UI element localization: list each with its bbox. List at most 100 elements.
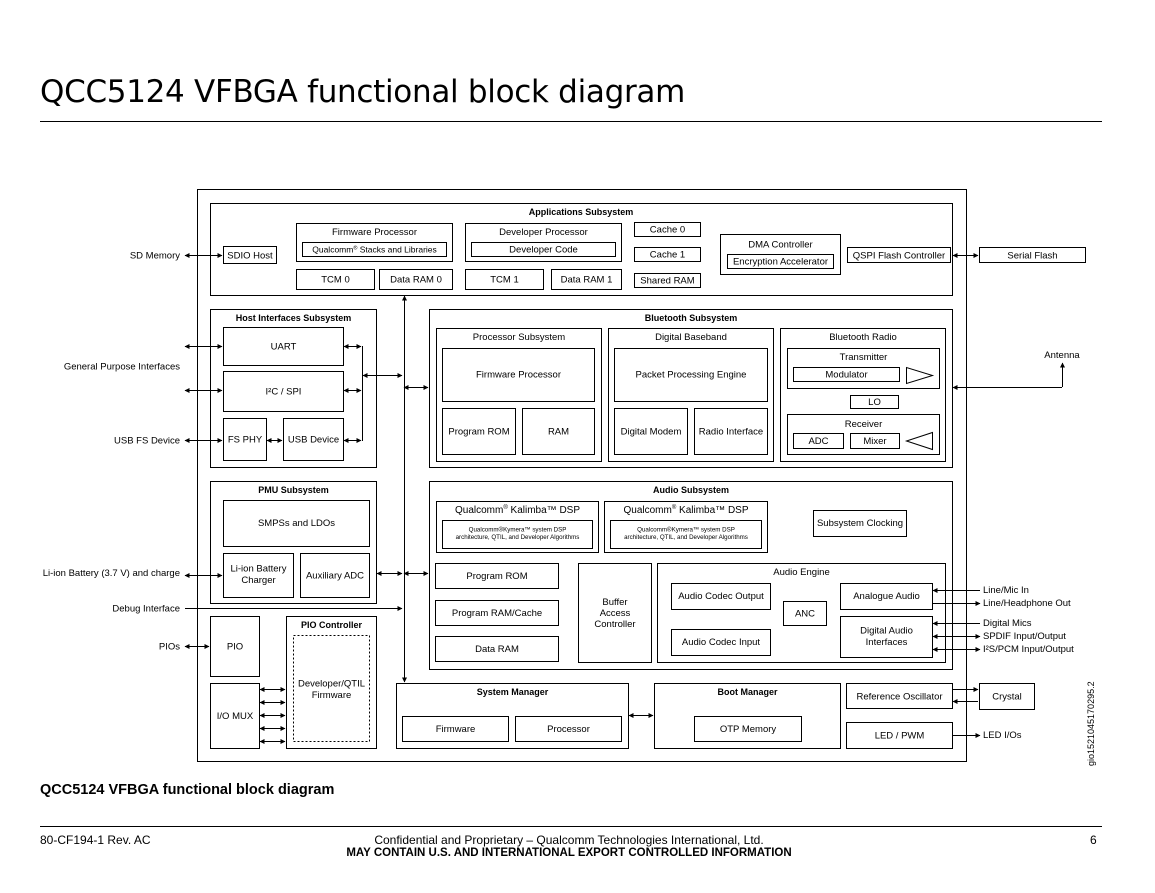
audio-program-ram-label: Program RAM/Cache xyxy=(452,608,542,619)
antenna-label: Antenna xyxy=(1044,350,1080,361)
audio-subsystem-title: Audio Subsystem xyxy=(653,485,729,495)
audio-program-rom-label: Program ROM xyxy=(466,571,527,582)
host-interfaces-title: Host Interfaces Subsystem xyxy=(236,313,352,323)
fs-phy-label: FS PHY xyxy=(228,435,263,446)
footer-divider xyxy=(40,826,1102,827)
shared-ram-block xyxy=(634,273,701,288)
boot-manager-title: Boot Manager xyxy=(717,687,778,697)
dma-controller-block xyxy=(720,234,841,275)
receiver-label: Receiver xyxy=(845,419,883,430)
developer-processor-block xyxy=(465,223,622,262)
data-ram0-label: Data RAM 0 xyxy=(390,275,442,286)
data-ram1-label: Data RAM 1 xyxy=(561,275,613,286)
stacks-libraries-block xyxy=(302,242,447,257)
pmu-subsystem xyxy=(210,481,377,604)
receive-amplifier-icon xyxy=(904,431,933,451)
led-pwm-label: LED / PWM xyxy=(875,731,925,742)
audio-subsystem xyxy=(429,481,953,670)
bt-ram-label: RAM xyxy=(548,427,569,438)
system-manager-title: System Manager xyxy=(477,687,549,697)
encryption-accelerator-block xyxy=(727,254,834,269)
kymera-block-2 xyxy=(610,520,762,549)
pios-label: PIOs xyxy=(159,642,180,653)
radio-interface-block xyxy=(694,408,768,455)
pio-firmware-block xyxy=(293,635,370,742)
document-number: 80-CF194-1 Rev. AC xyxy=(40,833,151,847)
data-ram1-block xyxy=(551,269,622,290)
li-ion-battery-label: Li-ion Battery (3.7 V) and charge xyxy=(43,568,180,579)
mixer-label: Mixer xyxy=(863,436,886,447)
auxiliary-adc-block xyxy=(300,553,370,598)
sm-processor-block xyxy=(515,716,622,742)
kymera-label-1b: architecture, QTIL, and Developer Algori… xyxy=(456,534,580,541)
crystal-block xyxy=(979,683,1035,710)
crystal-label: Crystal xyxy=(992,692,1022,703)
figure-caption: QCC5124 VFBGA functional block diagram xyxy=(40,782,335,798)
debug-interface-label: Debug Interface xyxy=(112,604,180,615)
modulator-block xyxy=(793,367,900,382)
uart-label: UART xyxy=(271,342,297,353)
audio-program-ram-block xyxy=(435,600,559,626)
bluetooth-subsystem-title: Bluetooth Subsystem xyxy=(645,313,738,323)
firmware-processor-block xyxy=(296,223,453,262)
kalimba-dsp-label-1: Qualcomm® Kalimba™ DSP xyxy=(455,504,580,516)
applications-subsystem-title: Applications Subsystem xyxy=(529,207,634,217)
qspi-flash-controller-block xyxy=(847,247,951,263)
packet-processing-engine-block xyxy=(614,348,768,402)
adc-label: ADC xyxy=(808,436,828,447)
developer-processor-label: Developer Processor xyxy=(499,227,588,238)
kymera-block-1 xyxy=(442,520,593,549)
pio-firmware-label-line2: Firmware xyxy=(312,690,352,701)
kalimba-dsp-label-2: Qualcomm® Kalimba™ DSP xyxy=(623,504,748,516)
audio-data-ram-label: Data RAM xyxy=(475,644,519,655)
subsystem-clocking-block xyxy=(813,510,907,537)
radio-interface-label: Radio Interface xyxy=(699,427,763,438)
codec-input-label: Audio Codec Input xyxy=(682,637,761,648)
spdif-label: SPDIF Input/Output xyxy=(983,631,1066,642)
buffer-label-line3: Controller xyxy=(594,619,635,630)
buffer-access-controller-block xyxy=(578,563,652,663)
led-ios-label: LED I/Os xyxy=(983,730,1022,741)
kalimba-dsp-block-1 xyxy=(436,501,599,553)
modulator-label: Modulator xyxy=(825,370,867,381)
shared-ram-label: Shared RAM xyxy=(640,276,694,287)
processor-subsystem-label: Processor Subsystem xyxy=(473,332,565,343)
pio-block xyxy=(210,616,260,677)
applications-subsystem xyxy=(210,203,953,296)
data-ram0-block xyxy=(379,269,453,290)
mixer-block xyxy=(850,433,900,449)
buffer-label-line2: Access xyxy=(600,608,631,619)
charger-label-line1: Li-ion Battery xyxy=(231,564,287,575)
stacks-libraries-label: Qualcomm® Stacks and Libraries xyxy=(312,245,437,255)
otp-memory-block xyxy=(694,716,802,742)
transmitter-block xyxy=(787,348,940,389)
qspi-flash-controller-label: QSPI Flash Controller xyxy=(853,251,945,262)
page-number: 6 xyxy=(1090,833,1097,847)
kymera-label-1a: Qualcomm®Kymera™ system DSP xyxy=(469,527,567,534)
bt-program-rom-label: Program ROM xyxy=(448,427,509,438)
audio-engine-label: Audio Engine xyxy=(773,567,830,578)
line-mic-in-label: Line/Mic In xyxy=(983,585,1029,596)
otp-memory-label: OTP Memory xyxy=(720,724,777,735)
cache0-block xyxy=(634,222,701,237)
smps-ldos-block xyxy=(223,500,370,547)
dai-label-line2: Interfaces xyxy=(866,637,908,648)
digital-modem-block xyxy=(614,408,688,455)
export-control-notice: MAY CONTAIN U.S. AND INTERNATIONAL EXPOR… xyxy=(346,847,792,859)
figure-id-label: gio1521045170295.2 xyxy=(1086,681,1096,766)
confidentiality-notice: Confidential and Proprietary – Qualcomm … xyxy=(374,833,764,847)
analogue-audio-block xyxy=(840,583,933,610)
lo-block xyxy=(850,395,899,409)
io-mux-label: I/O MUX xyxy=(217,711,254,722)
digital-modem-label: Digital Modem xyxy=(621,427,682,438)
bt-firmware-processor-block xyxy=(442,348,595,402)
cache1-block xyxy=(634,247,701,262)
boot-manager-block xyxy=(654,683,841,749)
developer-code-block xyxy=(471,242,616,257)
audio-engine-block xyxy=(657,563,946,663)
adc-block xyxy=(793,433,844,449)
usb-fs-device-label: USB FS Device xyxy=(114,436,180,447)
subsystem-clocking-label: Subsystem Clocking xyxy=(817,518,903,529)
transmit-amplifier-icon xyxy=(906,366,935,385)
tcm0-label: TCM 0 xyxy=(321,275,350,286)
